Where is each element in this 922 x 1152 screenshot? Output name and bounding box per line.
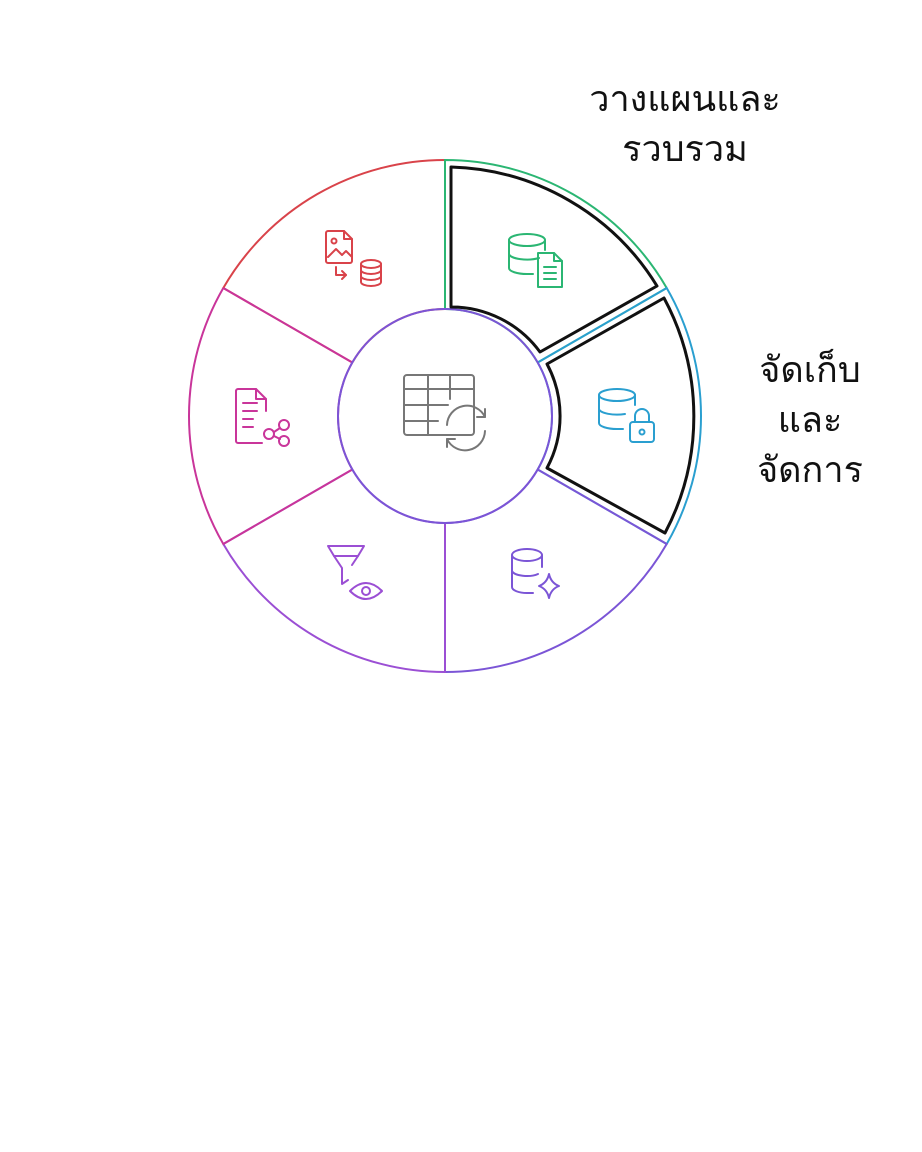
store-manage-label-line-2: และ bbox=[777, 400, 843, 441]
database-sparkle-icon bbox=[511, 548, 560, 599]
store-manage-label-line-3: จัดการ bbox=[757, 450, 863, 491]
store-manage-label-line-1: จัดเก็บ bbox=[759, 350, 861, 391]
plan-collect-label: วางแผนและ รวบรวม bbox=[560, 75, 810, 175]
center-hub bbox=[337, 308, 553, 524]
database-lock-icon bbox=[598, 388, 655, 443]
segment-divider-share bbox=[222, 287, 353, 364]
plan-collect-highlight[interactable] bbox=[449, 165, 659, 354]
plan-collect-label-line-2: รวบรวม bbox=[622, 129, 748, 170]
store-manage-label: จัดเก็บ และ จัดการ bbox=[730, 346, 890, 496]
table-refresh-icon bbox=[403, 374, 486, 452]
document-share-icon bbox=[235, 388, 290, 447]
database-document-icon bbox=[508, 233, 563, 288]
store-manage-highlight[interactable] bbox=[545, 296, 696, 535]
highlight-outlines bbox=[449, 165, 696, 535]
segment-filter-review bbox=[222, 468, 446, 674]
plan-collect-label-line-1: วางแผนและ bbox=[589, 79, 781, 120]
segments-layer bbox=[188, 158, 702, 674]
filter-eye-icon bbox=[327, 545, 383, 600]
segment-analyze bbox=[444, 468, 669, 673]
segment-data-gathering bbox=[221, 159, 446, 364]
image-to-database-icon bbox=[325, 230, 382, 287]
segment-share bbox=[188, 287, 354, 546]
